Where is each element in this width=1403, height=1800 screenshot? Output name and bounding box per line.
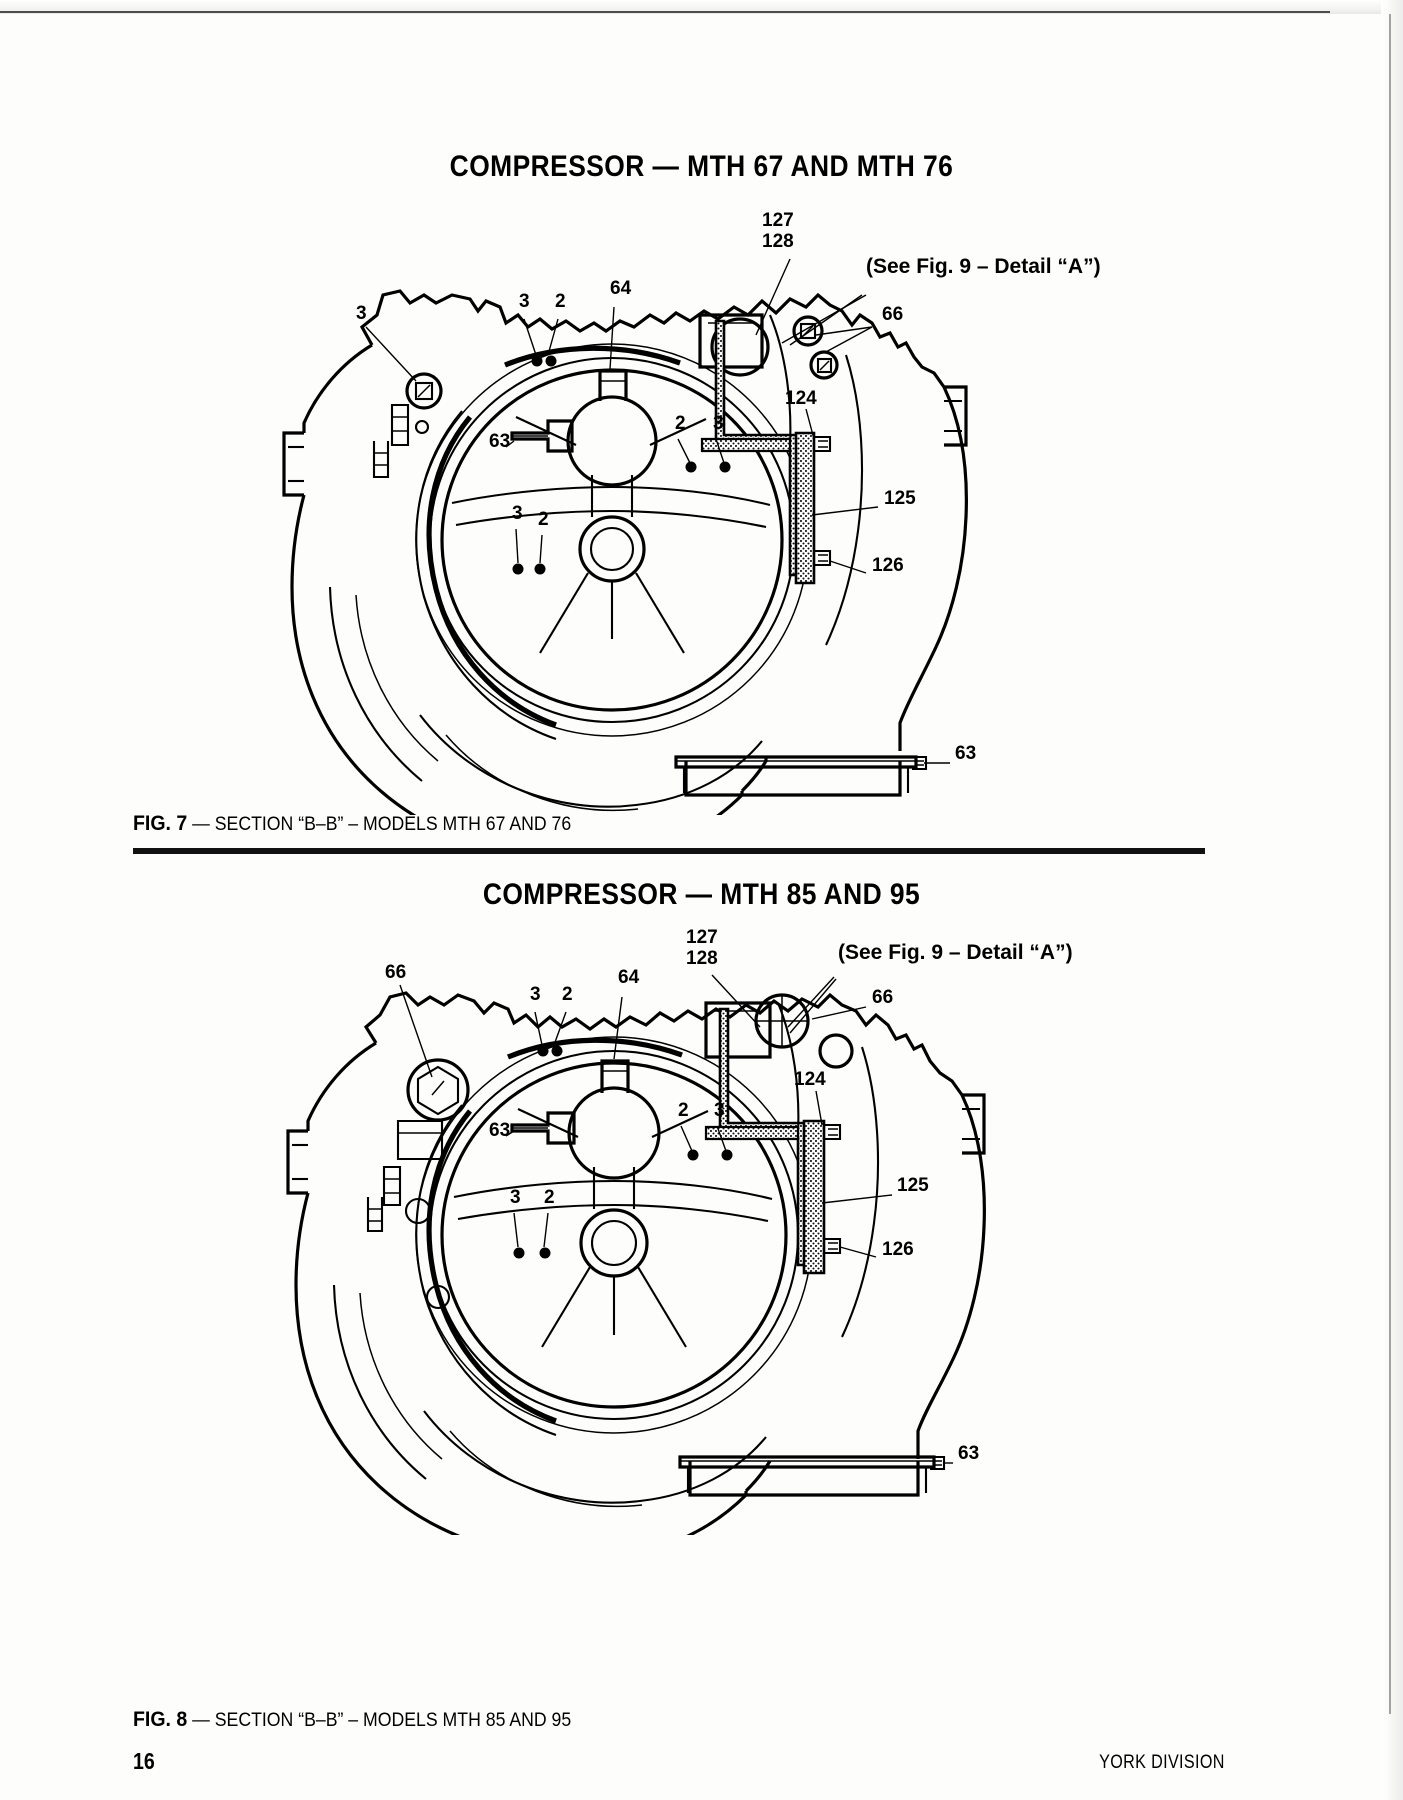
figure-7-caption-text: — SECTION “B–B” – MODELS MTH 67 AND 76 <box>192 814 572 835</box>
callout-64: 64 <box>618 967 640 988</box>
callout-2b: 2 <box>678 1100 689 1121</box>
figure-8-caption: FIG. 8 — SECTION “B–B” – MODELS MTH 85 A… <box>133 1708 571 1732</box>
scan-edge-right <box>1381 0 1403 1800</box>
callout-3b: 3 <box>519 291 530 312</box>
figure-8-callouts: 127 128 66 66 64 3 2 63 2 3 3 2 124 125 … <box>385 927 979 1464</box>
callout-66-right: 66 <box>872 987 893 1008</box>
callout-125: 125 <box>897 1175 929 1196</box>
page-number: 16 <box>133 1748 155 1774</box>
callout-63a: 63 <box>489 1120 510 1141</box>
scan-line-right <box>1389 14 1391 1714</box>
figure-8-caption-text: — SECTION “B–B” – MODELS MTH 85 AND 95 <box>192 1710 572 1731</box>
callout-127: 127 <box>762 210 794 231</box>
callout-124: 124 <box>785 388 817 409</box>
callout-3d: 3 <box>512 503 523 524</box>
figure-8-detail-note: (See Fig. 9 – Detail “A”) <box>838 941 1073 964</box>
callout-3b: 3 <box>714 1100 725 1121</box>
callout-2c: 2 <box>544 1187 555 1208</box>
scan-edge-top <box>0 0 1403 14</box>
callout-3a: 3 <box>530 984 541 1005</box>
callout-126: 126 <box>872 555 904 576</box>
callout-125: 125 <box>884 488 916 509</box>
callout-64: 64 <box>610 278 632 299</box>
figure-7-title: COMPRESSOR — MTH 67 AND MTH 76 <box>449 150 954 183</box>
callout-66: 66 <box>882 304 903 325</box>
callout-63b: 63 <box>958 1443 979 1464</box>
callout-63a: 63 <box>489 431 510 452</box>
section-divider <box>133 848 1205 854</box>
figure-7-callouts: 127 128 66 64 3 3 2 63 2 3 3 2 124 125 1… <box>356 210 976 764</box>
callout-124: 124 <box>794 1069 826 1090</box>
callout-128: 128 <box>686 948 718 969</box>
callout-2a: 2 <box>562 984 573 1005</box>
figure-7-caption: FIG. 7 — SECTION “B–B” – MODELS MTH 67 A… <box>133 812 571 836</box>
callout-126: 126 <box>882 1239 914 1260</box>
callout-66-left: 66 <box>385 962 406 983</box>
callout-63b: 63 <box>955 743 976 764</box>
figure-7-number: FIG. 7 <box>133 812 188 835</box>
figure-8-title: COMPRESSOR — MTH 85 AND 95 <box>482 878 921 911</box>
callout-128: 128 <box>762 231 794 252</box>
callout-2b: 2 <box>675 413 686 434</box>
figure-8-number: FIG. 8 <box>133 1708 188 1731</box>
publisher-label: YORK DIVISION <box>1099 1752 1225 1773</box>
callout-2a: 2 <box>555 291 566 312</box>
figure-8-drawing: 127 128 66 66 64 3 2 63 2 3 3 2 124 125 … <box>0 915 1403 1535</box>
callout-2c: 2 <box>538 509 549 530</box>
callout-3c: 3 <box>713 413 724 434</box>
callout-3a: 3 <box>356 303 367 324</box>
figure-7-detail-note: (See Fig. 9 – Detail “A”) <box>866 255 1101 278</box>
callout-127: 127 <box>686 927 718 948</box>
callout-3c: 3 <box>510 1187 521 1208</box>
figure-7-drawing: 127 128 66 64 3 3 2 63 2 3 3 2 124 125 1… <box>0 195 1403 815</box>
scan-line-top <box>0 11 1330 13</box>
